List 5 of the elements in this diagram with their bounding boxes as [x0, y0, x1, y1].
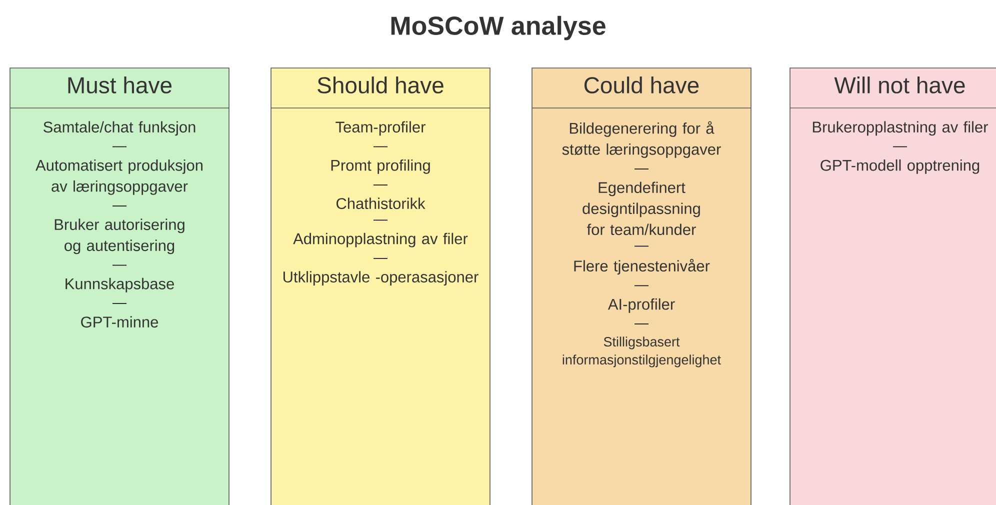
column-box: Could have Bildegenerering for å støtte læringsoppgaver Egendefinert designtilpassning for team/kunder Flere tjenestenivåer AI-profiler Stilligsbasert informasjonstilgjengelighet	[532, 68, 752, 505]
title: MoSCoW analyse	[391, 16, 606, 40]
column-box: Must have Samtale/chat funksjon Automatisert produksjon av læringsoppgaver Bruker autorisering og autentisering Kunnskapsbase GPT-minne	[10, 68, 230, 505]
column-box: Should have Team-profiler Promt profiling Chathistorikk Adminopplastning av filer Utklippstavle -operasasjoner	[270, 68, 490, 505]
column-box: Will not have Brukeropplastning av filer GPT-modell opptrening	[790, 68, 996, 505]
